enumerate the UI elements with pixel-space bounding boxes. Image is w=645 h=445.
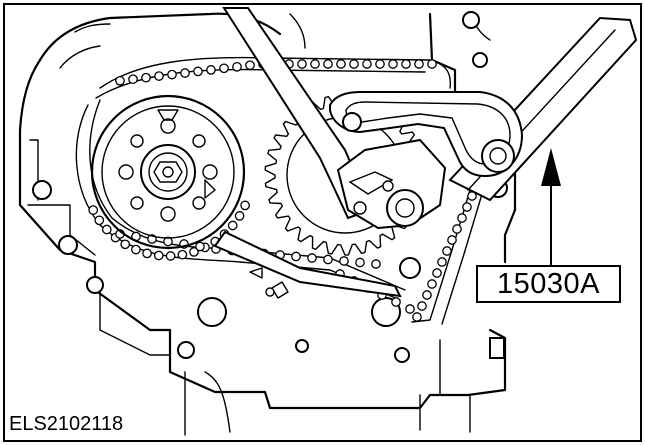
callout-arrow	[541, 148, 561, 265]
chain-link	[417, 301, 427, 311]
chain-link	[310, 59, 320, 69]
chain-link	[371, 259, 381, 269]
chain-link	[388, 59, 398, 69]
chain-link	[165, 251, 176, 261]
chain-link	[128, 74, 138, 85]
chain-link	[88, 205, 99, 215]
chain-link	[412, 312, 422, 322]
chain-link	[405, 304, 415, 314]
chain-link	[462, 202, 472, 212]
chain-link	[452, 224, 462, 234]
chain-link	[391, 297, 401, 307]
chain-link	[142, 248, 152, 259]
chain-link	[323, 59, 333, 69]
figure-id: ELS2102118	[9, 413, 127, 436]
chain-link	[375, 59, 385, 69]
chain-link	[457, 213, 467, 223]
chain-link	[234, 211, 245, 221]
chain-link	[447, 235, 457, 245]
chain-link	[297, 59, 307, 69]
camshaft-sprocket	[90, 94, 246, 250]
chain-link	[437, 257, 447, 267]
figure-frame	[3, 3, 642, 442]
chain-link	[195, 241, 205, 252]
chain-link	[94, 215, 105, 226]
chain-link	[401, 59, 411, 69]
chain-link	[427, 279, 437, 289]
chain-link	[141, 72, 151, 83]
chain-link	[154, 71, 164, 81]
chain-link	[307, 253, 317, 263]
chain-link	[336, 59, 346, 69]
cover-bosses	[32, 11, 508, 363]
chain-link	[153, 250, 164, 261]
chain-link	[414, 59, 424, 69]
tool-part-number: 15030A	[497, 267, 600, 300]
chain-link	[323, 254, 333, 265]
chain-link	[177, 249, 188, 260]
chain-link	[232, 61, 242, 72]
chain-link	[227, 220, 238, 231]
chain-link	[240, 200, 250, 211]
callout-box: 15030A	[476, 265, 621, 303]
chain-link	[206, 65, 216, 75]
chain-link	[432, 268, 442, 278]
locking-tool	[329, 16, 638, 279]
chain-link	[349, 59, 359, 69]
chain-link	[422, 290, 432, 300]
chain-link	[193, 66, 203, 77]
chain-link	[339, 256, 349, 266]
chain-link	[115, 75, 125, 86]
chain-link	[442, 246, 452, 256]
chain-link	[180, 68, 190, 78]
chain-link	[427, 59, 437, 69]
chain-link	[291, 251, 301, 262]
chain-link	[167, 69, 177, 80]
chain-guide	[213, 230, 402, 298]
chain-link	[101, 224, 112, 235]
chain-link	[120, 239, 131, 250]
chain-link	[362, 59, 372, 69]
chain-link	[189, 247, 199, 257]
chain-link	[219, 63, 229, 74]
chain-link	[131, 244, 141, 255]
chain-link	[355, 257, 365, 268]
chain-link	[245, 60, 255, 71]
guide-fasteners	[249, 267, 289, 299]
